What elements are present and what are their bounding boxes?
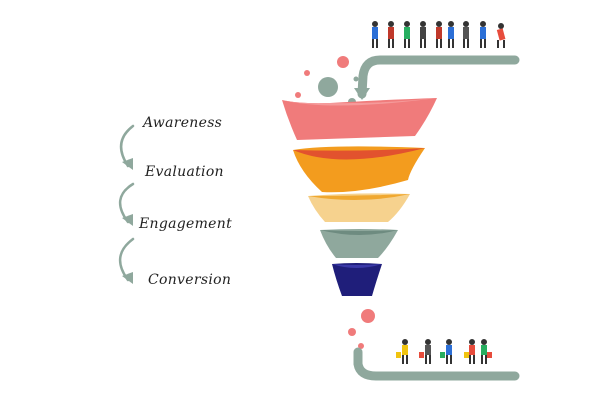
shopper-2 [419,339,431,364]
person-4 [420,21,426,48]
funnel-tip [332,263,382,296]
stage-label-evaluation: Evaluation [145,164,224,180]
person-5 [436,21,442,48]
stage-label-conversion: Conversion [148,272,232,288]
person-2 [388,21,394,48]
funnel-layer-evaluation [293,146,425,193]
shopper-3 [440,339,452,364]
people-walking-group [372,21,506,48]
top-pipe [354,55,520,100]
shopper-5 [481,339,492,364]
person-3 [404,21,410,48]
shoppers-with-bags-group [396,339,492,364]
funnel-layer-awareness [282,98,437,140]
bottom-pipe [353,347,520,381]
stage-label-awareness: Awareness [143,115,223,131]
person-7 [463,21,469,48]
curved-arrow-icon [119,124,135,284]
funnel-layer-engagement [308,193,410,222]
person-9 [496,23,506,48]
shopper-1 [396,339,408,364]
person-1 [372,21,378,48]
stage-label-engagement: Engagement [139,216,232,232]
person-6 [448,21,454,48]
funnel-layer-conversion [320,229,398,258]
shopper-4 [464,339,475,364]
person-8 [480,21,486,48]
